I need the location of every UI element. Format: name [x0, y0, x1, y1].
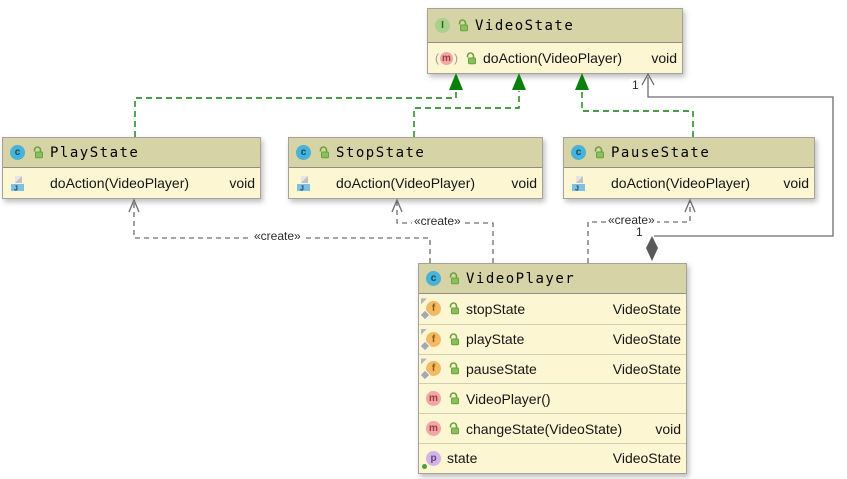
member-row-doaction[interactable]: m doAction(VideoPlayer) void — [428, 43, 682, 73]
field-icon: f — [426, 361, 441, 377]
lock-open-icon — [592, 146, 605, 159]
lock-open-icon — [464, 51, 477, 65]
member-type: VideoState — [612, 360, 681, 377]
member-row-doaction[interactable]: J doAction(VideoPlayer) void — [564, 168, 814, 198]
lock-open-icon — [447, 392, 460, 405]
field-icon: f — [426, 331, 441, 347]
class-name: StopState — [336, 144, 426, 161]
lock-open-icon — [456, 19, 469, 32]
member-type: void — [651, 50, 677, 66]
multiplicity-label-bottom: 1 — [634, 225, 645, 239]
member-label: VideoPlayer() — [466, 390, 551, 407]
create-label-pausestate: «create» — [606, 213, 657, 227]
class-icon: c — [426, 271, 441, 286]
class-icon: c — [296, 145, 311, 160]
member-label: stopState — [466, 300, 526, 317]
multiplicity-label-top: 1 — [630, 78, 641, 92]
member-label: doAction(VideoPlayer) — [336, 175, 476, 191]
create-label-playstate: «create» — [252, 229, 303, 243]
class-name: PlayState — [50, 144, 140, 161]
class-icon: c — [571, 145, 586, 160]
class-node-playstate[interactable]: c PlayState J doAction(VideoPlayer) void — [2, 137, 261, 199]
dependency-arrowheads — [128, 198, 696, 213]
member-label: state — [447, 450, 478, 467]
java-method-icon: J — [571, 174, 605, 192]
class-header-playstate[interactable]: c PlayState — [3, 138, 260, 168]
field-row-stopstate[interactable]: f stopState VideoState — [419, 294, 686, 324]
field-row-pausestate[interactable]: f pauseState VideoState — [419, 353, 686, 384]
method-icon: m — [426, 391, 441, 407]
member-type: VideoState — [612, 450, 681, 467]
class-node-pausestate[interactable]: c PauseState J doAction(VideoPlayer) voi… — [563, 137, 815, 199]
class-node-stopstate[interactable]: c StopState J doAction(VideoPlayer) void — [288, 137, 543, 199]
member-type: void — [511, 175, 537, 191]
method-row-constructor[interactable]: m VideoPlayer() — [419, 383, 686, 413]
lock-open-icon — [317, 146, 330, 159]
member-label: pauseState — [466, 360, 537, 377]
interface-icon: I — [435, 18, 450, 33]
lock-open-icon — [447, 362, 460, 375]
member-label: doAction(VideoPlayer) — [50, 175, 190, 191]
create-label-stopstate: «create» — [412, 214, 463, 228]
member-type: void — [655, 420, 681, 437]
java-method-icon: J — [296, 174, 330, 192]
dependency-edges — [133, 202, 691, 263]
class-name: VideoPlayer — [466, 270, 576, 287]
svg-text:J: J — [575, 185, 579, 192]
lock-open-icon — [447, 422, 460, 435]
class-node-videostate[interactable]: I VideoState m doAction(VideoPlayer) voi… — [427, 8, 683, 74]
class-header-videostate[interactable]: I VideoState — [428, 9, 682, 43]
class-node-videoplayer[interactable]: c VideoPlayer f stopState VideoState f p… — [418, 263, 687, 474]
lock-open-icon — [447, 302, 460, 315]
member-type: void — [229, 175, 255, 191]
member-label: doAction(VideoPlayer) — [611, 175, 751, 191]
svg-text:J: J — [14, 185, 18, 192]
method-row-changestate[interactable]: m changeState(VideoState) void — [419, 413, 686, 443]
member-row-doaction[interactable]: J doAction(VideoPlayer) void — [3, 168, 260, 198]
member-label: changeState(VideoState) — [466, 420, 623, 437]
class-name: PauseState — [611, 144, 711, 161]
member-type: VideoState — [612, 300, 681, 317]
member-type: VideoState — [612, 331, 681, 348]
lock-open-icon — [447, 272, 460, 285]
member-label: playState — [466, 331, 525, 348]
member-label: doAction(VideoPlayer) — [483, 50, 623, 66]
lock-open-icon — [31, 146, 44, 159]
class-header-videoplayer[interactable]: c VideoPlayer — [419, 264, 686, 294]
abstract-method-icon: m — [435, 51, 458, 65]
realization-edges — [134, 91, 694, 137]
property-row-state[interactable]: p state VideoState — [419, 442, 686, 473]
class-icon: c — [10, 145, 25, 160]
field-row-playstate[interactable]: f playState VideoState — [419, 323, 686, 354]
java-method-icon: J — [10, 174, 44, 192]
class-header-stopstate[interactable]: c StopState — [289, 138, 542, 168]
field-icon: f — [426, 301, 441, 317]
svg-text:J: J — [300, 185, 304, 192]
member-row-doaction[interactable]: J doAction(VideoPlayer) void — [289, 168, 542, 198]
class-name: VideoState — [475, 17, 575, 34]
aggregation-diamond-icon — [646, 236, 658, 261]
method-icon: m — [426, 421, 441, 437]
property-icon: p — [422, 450, 441, 469]
member-type: void — [783, 175, 809, 191]
realization-arrowheads — [449, 73, 589, 90]
lock-open-icon — [447, 332, 460, 346]
class-header-pausestate[interactable]: c PauseState — [564, 138, 814, 168]
